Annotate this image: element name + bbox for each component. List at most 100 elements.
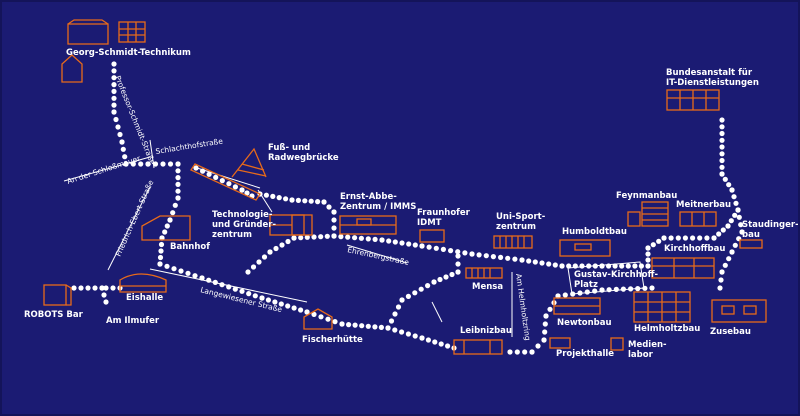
path-dot-icon — [160, 161, 166, 167]
path-dot-icon — [425, 337, 431, 343]
path-dot-icon — [298, 235, 304, 241]
path-dot-icon — [200, 168, 206, 174]
path-dot-icon — [719, 157, 725, 164]
path-dot-icon — [514, 349, 520, 355]
building-humboldtbau-icon — [559, 239, 611, 257]
buildings — [43, 19, 767, 355]
path-dot-icon — [720, 227, 726, 233]
label-uni-sportzentrum[interactable]: Uni-Sport- zentrum — [496, 212, 546, 232]
label-georg-schmidt-technikum[interactable]: Georg-Schmidt-Technikum — [66, 48, 191, 58]
label-kirchhoffbau[interactable]: Kirchhoffbau — [664, 244, 726, 254]
label-am-ilmufer[interactable]: Am Ilmufer — [106, 316, 160, 326]
path-dot-icon — [331, 225, 337, 231]
path-dot-icon — [541, 337, 547, 343]
path-dot-icon — [171, 266, 177, 272]
path-dot-icon — [455, 261, 461, 267]
path-dot-icon — [733, 200, 739, 206]
path-dot-icon — [386, 238, 392, 244]
path-dot-icon — [406, 241, 412, 247]
path-dot-icon — [412, 333, 418, 339]
path-dot-icon — [175, 175, 181, 181]
path-dot-icon — [206, 171, 212, 177]
label-robots-bar[interactable]: ROBOTS Bar — [24, 310, 83, 320]
label-projekthalle[interactable]: Projekthalle — [556, 349, 615, 359]
path-dot-icon — [392, 239, 398, 245]
path-dot-icon — [725, 223, 731, 229]
path-dot-icon — [438, 341, 444, 347]
path-dot-icon — [175, 195, 181, 201]
label-leibnizbau[interactable]: Leibnizbau — [460, 326, 512, 336]
path-dot-icon — [379, 237, 385, 243]
path-dot-icon — [110, 285, 116, 291]
path-dot-icon — [311, 311, 317, 317]
path-dot-icon — [92, 285, 98, 291]
path-dot-icon — [103, 285, 109, 291]
path-dot-icon — [555, 293, 561, 299]
path-dot-icon — [346, 322, 352, 328]
label-gustav-kirchhoff-platz[interactable]: Gustav-Kirchhoff- Platz — [574, 270, 659, 290]
building-medienlabor-icon — [610, 337, 624, 351]
path-dot-icon — [295, 197, 301, 203]
path-dot-icon — [543, 313, 549, 319]
label-medienlabor[interactable]: Medien- labor — [628, 340, 667, 360]
path-dot-icon — [226, 181, 232, 187]
label-fraunhofer-idmt[interactable]: Fraunhofer IDMT — [417, 208, 470, 228]
building-fraunhofer-icon — [419, 229, 445, 243]
path-dot-icon — [358, 235, 364, 241]
label-staudingerbau[interactable]: Staudinger- bau — [742, 220, 799, 240]
label-helmholtzbau[interactable]: Helmholtzbau — [634, 324, 701, 334]
path-dot-icon — [117, 131, 123, 138]
label-ernst-abbe-zentrum[interactable]: Ernst-Abbe- Zentrum / IMMS — [340, 192, 417, 212]
label-feynmanbau[interactable]: Feynmanbau — [616, 191, 678, 201]
path-dot-icon — [298, 307, 304, 313]
path-dot-icon — [507, 349, 513, 355]
path-dot-icon — [324, 233, 330, 239]
path-dot-icon — [718, 277, 724, 283]
path-dot-icon — [365, 236, 371, 242]
path-dot-icon — [405, 331, 411, 337]
path-dot-icon — [345, 234, 351, 240]
path-dot-icon — [719, 130, 725, 137]
label-technologie-zentrum[interactable]: Technologie- und Gründer- zentrum — [212, 210, 276, 240]
path-dot-icon — [232, 184, 238, 190]
path-dot-icon — [682, 235, 689, 241]
path-dot-icon — [71, 285, 77, 291]
path-dot-icon — [339, 321, 345, 327]
path-dot-icon — [490, 254, 496, 260]
path-dot-icon — [625, 263, 631, 269]
building-staudingerbau-icon — [739, 239, 763, 249]
path-dot-icon — [526, 258, 532, 264]
label-mensa[interactable]: Mensa — [472, 282, 504, 292]
path-dot-icon — [505, 255, 511, 261]
path-dot-icon — [405, 293, 411, 299]
path-dot-icon — [164, 223, 170, 229]
street-line-schlossmauer — [63, 156, 151, 182]
label-humboldtbau[interactable]: Humboldtbau — [562, 227, 627, 237]
path-dot-icon — [123, 161, 129, 167]
path-dot-icon — [219, 282, 225, 288]
path-dot-icon — [352, 235, 358, 241]
label-bundesanstalt[interactable]: Bundesanstalt für IT-Dienstleistungen — [666, 68, 759, 88]
label-bahnhof[interactable]: Bahnhof — [170, 242, 210, 252]
label-meitnerbau[interactable]: Meitnerbau — [676, 200, 732, 210]
label-zusebau[interactable]: Zusebau — [710, 327, 751, 337]
path-dot-icon — [419, 335, 425, 341]
path-dot-icon — [239, 187, 245, 193]
path-dot-icon — [99, 285, 105, 291]
path-dot-icon — [372, 236, 378, 242]
path-dot-icon — [455, 249, 461, 255]
path-dot-icon — [719, 151, 725, 157]
label-newtonbau[interactable]: Newtonbau — [557, 318, 612, 328]
path-dot-icon — [437, 276, 443, 283]
path-dot-icon — [365, 323, 371, 329]
label-fussweg-bruecke[interactable]: Fuß- und Radwegbrücke — [268, 143, 339, 163]
label-fischerhuette[interactable]: Fischerhütte — [302, 335, 363, 345]
building-newtonbau-icon — [553, 297, 601, 315]
path-dot-icon — [690, 235, 696, 241]
path-dot-icon — [178, 268, 184, 274]
path-dot-icon — [562, 292, 568, 298]
label-eishalle[interactable]: Eishalle — [126, 293, 164, 303]
building-fischerhuette-icon — [303, 308, 333, 330]
path-dot-icon — [326, 204, 332, 210]
